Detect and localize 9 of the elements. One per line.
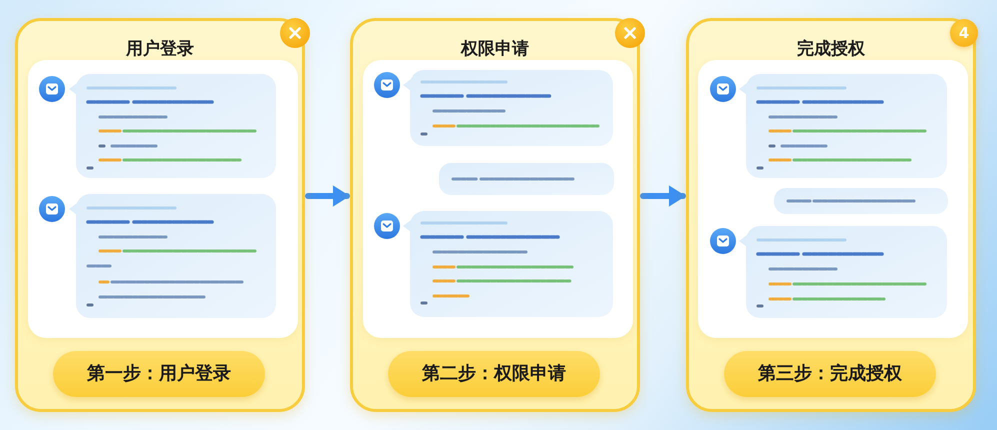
step-label: 第二步：权限申请: [388, 351, 600, 397]
step-card: [15, 18, 305, 412]
step-card: [686, 18, 976, 412]
step-card: [350, 18, 640, 412]
step-label: 第三步：完成授权: [724, 351, 936, 397]
step-label: 第一步：用户登录: [53, 351, 265, 397]
step-title: 权限申请: [460, 38, 530, 61]
step-title: 完成授权: [796, 38, 866, 61]
step-title: 用户登录: [124, 38, 195, 61]
